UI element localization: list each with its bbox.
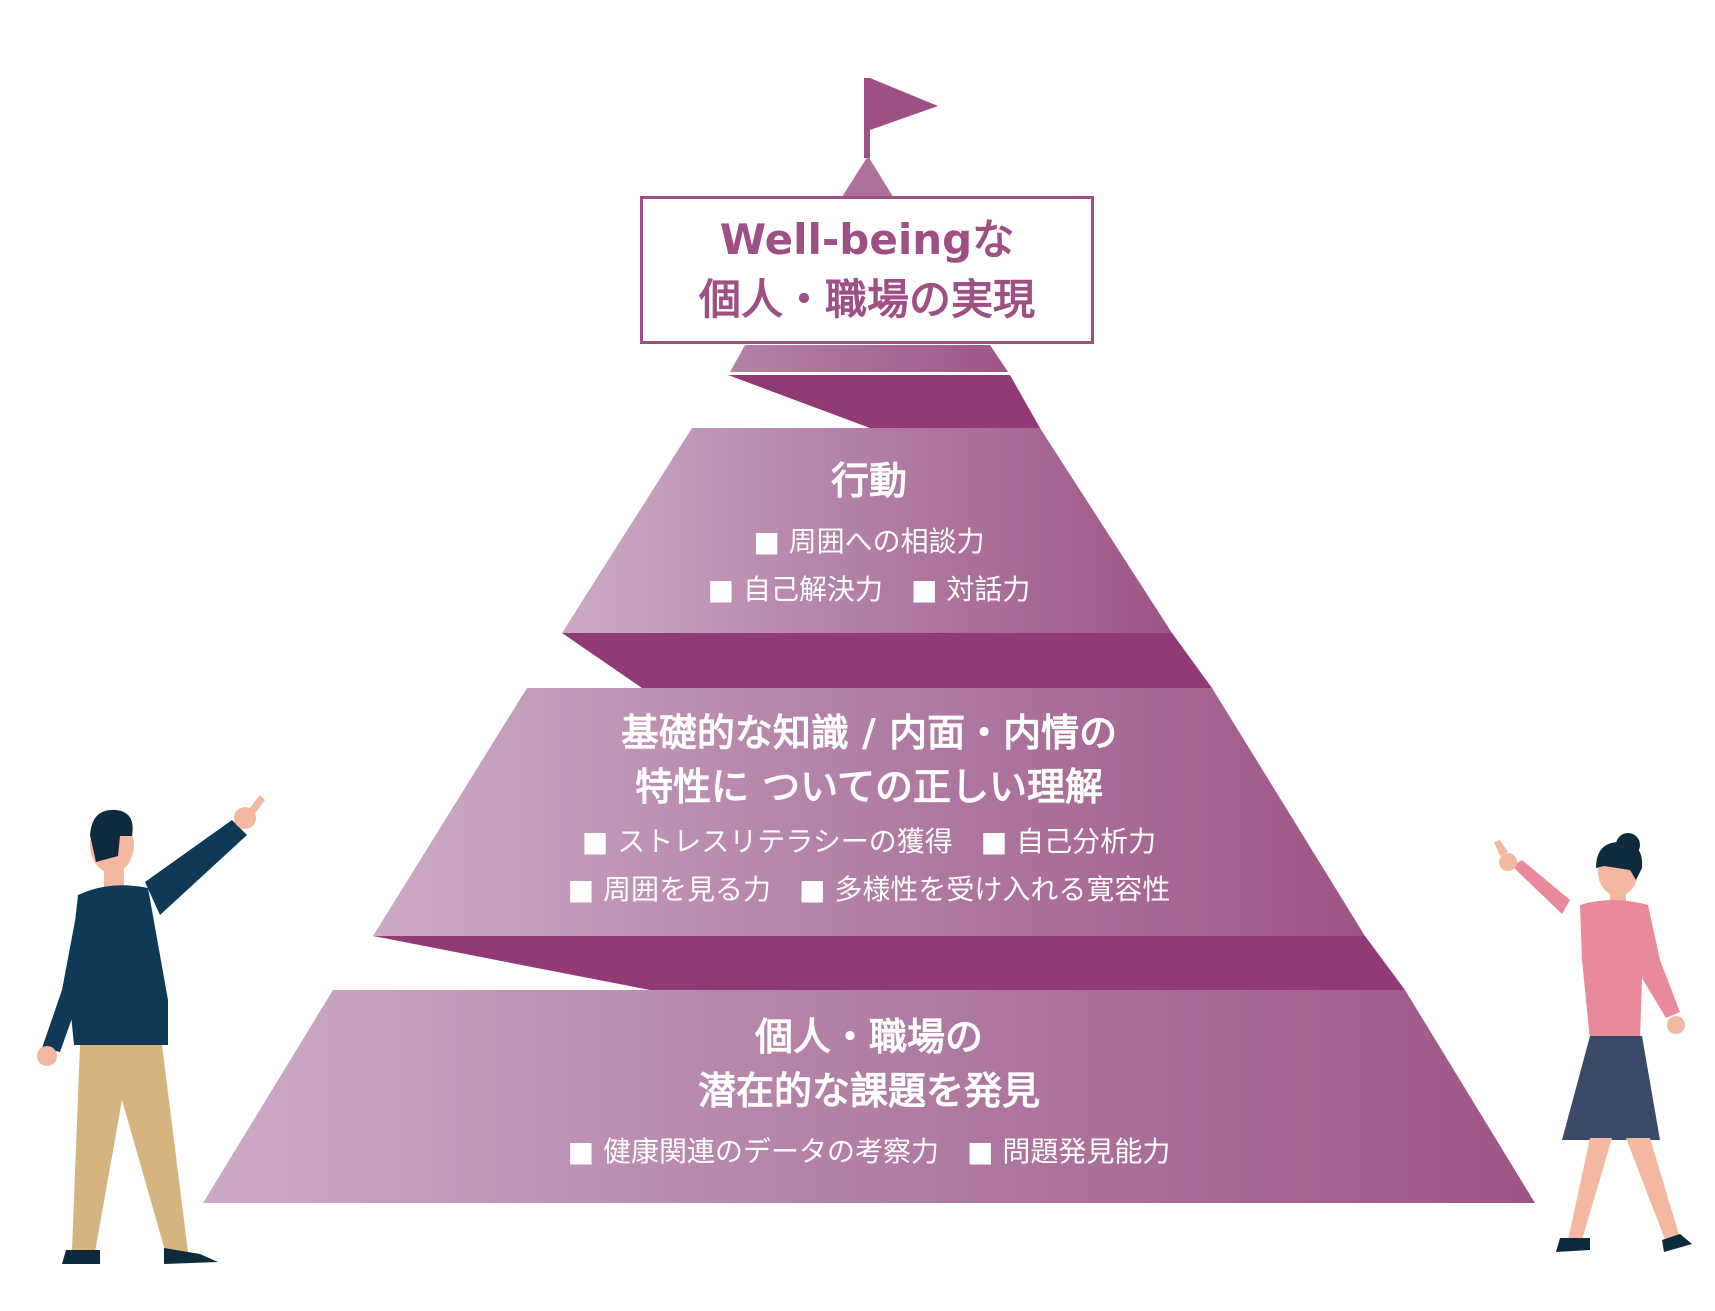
goal-line-2: 個人・職場の実現	[698, 275, 1035, 324]
tier-2-title-line-2: 特性に ついての正しい理解	[634, 765, 1104, 809]
tier-2-title-line-1: 基礎的な知識 / 内面・内情の	[620, 711, 1118, 755]
man-pointing-figure	[37, 795, 265, 1264]
woman-pointing-figure	[1494, 833, 1692, 1252]
tier-3-title: 個人・職場の 潜在的な課題を発見	[569, 1010, 1169, 1118]
band-2	[562, 633, 1212, 688]
goal-line-1: Well-beingな	[719, 215, 1015, 264]
tier-3-shape	[203, 990, 1535, 1203]
tier-2-bullet-line-2: ■ 周囲を見る力 ■ 多様性を受け入れる寛容性	[567, 873, 1171, 906]
tier-1-title-line-1: 行動	[830, 459, 907, 503]
tier-3-title-line-1: 個人・職場の	[754, 1015, 983, 1059]
tier-3-title-line-2: 潜在的な課題を発見	[697, 1069, 1040, 1113]
tier-2-title: 基礎的な知識 / 内面・内情の 特性に ついての正しい理解	[519, 706, 1219, 814]
tier-2-bullets: ■ ストレスリテラシーの獲得 ■ 自己分析力 ■ 周囲を見る力 ■ 多様性を受け…	[494, 818, 1244, 914]
tier-2-shape	[373, 688, 1365, 936]
band-3	[373, 936, 1405, 990]
goal-box: Well-beingな 個人・職場の実現	[640, 196, 1094, 344]
tier-1-title: 行動	[669, 454, 1069, 508]
summit-peak	[840, 156, 895, 200]
tier-1-bullets: ■ 周囲への相談力 ■ 自己解決力 ■ 対話力	[619, 518, 1119, 614]
flag-icon	[864, 78, 938, 158]
summit-cap	[730, 345, 1008, 372]
band-1	[728, 375, 1040, 428]
tier-1-bullet-line-1: ■ 周囲への相談力	[753, 525, 985, 558]
tier-3-bullet-line-1: ■ 健康関連のデータの考察力 ■ 問題発見能力	[567, 1135, 1171, 1168]
tier-1-bullet-line-2: ■ 自己解決力 ■ 対話力	[707, 573, 1031, 606]
tier-1-shape	[562, 428, 1172, 633]
tier-3-bullets: ■ 健康関連のデータの考察力 ■ 問題発見能力	[469, 1128, 1269, 1176]
tier-2-bullet-line-1: ■ ストレスリテラシーの獲得 ■ 自己分析力	[581, 825, 1157, 858]
